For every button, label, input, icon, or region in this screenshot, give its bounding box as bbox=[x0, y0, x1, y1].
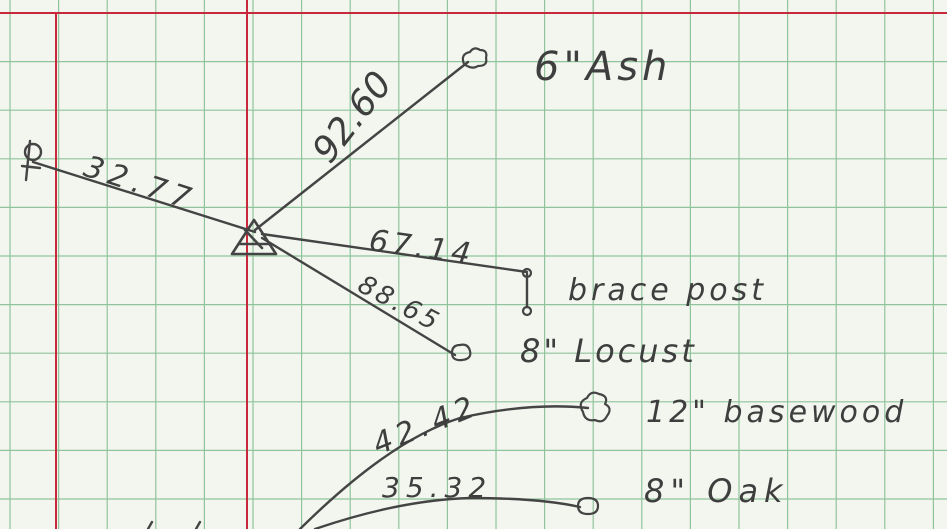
locust-tree-icon bbox=[450, 343, 472, 362]
label-ash-tree: 6"Ash bbox=[534, 44, 671, 90]
curve-to-basswood bbox=[298, 405, 590, 529]
label-locust-tree: 8" Locust bbox=[520, 332, 697, 370]
distance-label-oak: 35.32 bbox=[382, 471, 492, 504]
basswood-tree-icon bbox=[579, 391, 611, 423]
corner-pin-icon bbox=[20, 139, 43, 182]
line-to-locust bbox=[260, 236, 457, 357]
curve-to-oak bbox=[313, 496, 582, 529]
label-brace-post: brace post bbox=[568, 273, 767, 308]
oak-tree-icon bbox=[576, 496, 600, 516]
line-to-brace-post bbox=[260, 232, 529, 274]
label-basswood-tree: 12" basewood bbox=[646, 395, 907, 430]
line-to-corner-pin bbox=[31, 160, 257, 234]
label-oak-tree: 8" Oak bbox=[644, 472, 789, 510]
line-to-ash bbox=[253, 60, 470, 232]
ink-tick-bottom bbox=[146, 520, 154, 529]
brace-post-icon bbox=[521, 267, 533, 317]
ink-tick-bottom-2 bbox=[194, 520, 202, 529]
transit-triangle-icon bbox=[230, 218, 278, 256]
ash-tree-icon bbox=[461, 47, 488, 69]
